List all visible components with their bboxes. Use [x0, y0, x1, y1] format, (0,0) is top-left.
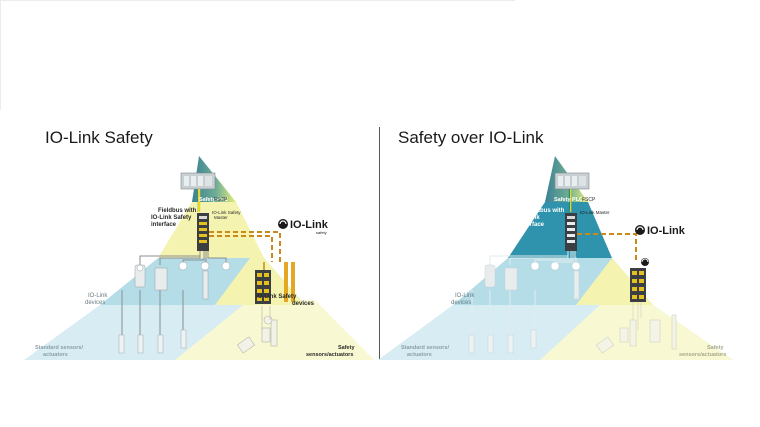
right-standard-line-2: actuators: [407, 352, 432, 358]
right-master-label: IO-Link Master: [580, 210, 610, 215]
left-io-link-devices-line-2: devices: [85, 300, 105, 306]
right-level-safety-sensors: [540, 305, 733, 360]
right-fieldbus-line-3: interface: [519, 222, 545, 228]
right-fieldbus-line-1: Fieldbus with: [526, 208, 565, 214]
left-master-line-2: Master: [214, 215, 228, 220]
left-logo-sub: safety: [316, 230, 327, 235]
left-master-line-1: IO-Link Safety: [212, 210, 241, 215]
left-level-fieldbus: [158, 202, 264, 258]
right-fscp-label: FSCP: [582, 197, 596, 203]
left-fieldbus-line-3: interface: [151, 222, 177, 228]
left-standard-line-1: Standard sensors/: [35, 345, 83, 351]
left-safety-plc-label: Safety PLC: [199, 197, 228, 203]
right-fieldbus-line-2: IO-Link: [519, 215, 540, 221]
io-link-safety-module-icon: [255, 270, 271, 304]
safety-sensor-icon: [236, 306, 278, 354]
right-io-link-devices-line-2: devices: [451, 300, 471, 306]
left-logo-text: IO-Link: [290, 219, 329, 231]
right-master-line-1: IO-Link Master: [580, 210, 610, 215]
plc-icon: [180, 172, 216, 190]
corner-line-vertical: [0, 0, 1, 110]
right-pyramid: [378, 156, 733, 360]
left-panel-title: IO-Link Safety: [45, 128, 153, 147]
io-link-logo-icon: IO-Link: [635, 225, 686, 237]
left-safety-sensors-line-2: sensors/actuators: [306, 352, 353, 358]
left-fieldbus-line-2: IO-Link Safety: [151, 215, 192, 221]
right-io-link-devices-label: IO-Link devices: [451, 293, 476, 306]
left-fscp-label: FSCP: [214, 197, 228, 203]
standard-sensor-icon: [468, 329, 537, 354]
right-standard-label: Standard sensors/ actuators: [401, 345, 451, 358]
sensor-icon: [484, 261, 581, 300]
right-logo-text: IO-Link: [647, 225, 686, 237]
master-module-icon: [565, 213, 577, 251]
left-safety-sensors-label: Safety sensors/actuators: [306, 345, 356, 358]
safety-sensor-icon: [595, 302, 677, 354]
plc-icon: [554, 172, 590, 190]
safety-cables-left: [209, 231, 281, 270]
left-master-label: IO-Link Safety Master: [212, 210, 242, 220]
right-safety-sensors-line-1: Safety: [707, 345, 724, 351]
sensor-icon: [134, 261, 231, 300]
left-fieldbus-line-1: Fieldbus with: [158, 208, 197, 214]
right-level-fieldbus: [508, 202, 612, 258]
io-link-module-icon: [630, 258, 649, 302]
io-link-logo-icon: IO-Link safety: [278, 219, 329, 235]
right-standard-line-1: Standard sensors/: [401, 345, 449, 351]
left-io-link-safety-devices-line-1: IO-Link Safety: [256, 294, 297, 300]
light-curtain-icon: [284, 262, 295, 302]
left-io-link-safety-devices-label: IO-Link Safety devices: [256, 294, 315, 307]
corner-line: [0, 0, 515, 1]
right-safety-sensors-line-2: sensors/actuators: [679, 352, 726, 358]
right-fieldbus-label: Fieldbus with IO-Link interface: [519, 208, 566, 228]
right-safety-plc-label: Safety PLC: [554, 197, 583, 203]
left-standard-line-2: actuators: [43, 352, 68, 358]
master-module-icon: [197, 213, 209, 251]
left-safety-sensors-line-1: Safety: [338, 345, 355, 351]
standard-sensor-icon: [118, 329, 187, 354]
left-io-link-devices-label: IO-Link devices: [85, 293, 109, 306]
left-io-link-safety-devices-line-2: devices: [292, 301, 315, 307]
safety-cables-right: [577, 233, 637, 262]
left-standard-label: Standard sensors/ actuators: [35, 345, 85, 358]
right-safety-sensors-label: Safety sensors/actuators: [679, 345, 726, 358]
panel-divider: [379, 127, 380, 360]
left-fieldbus-label: Fieldbus with IO-Link Safety interface: [151, 208, 198, 228]
right-io-link-devices-line-1: IO-Link: [455, 293, 475, 299]
left-io-link-devices-line-1: IO-Link: [88, 293, 108, 299]
right-panel-title: Safety over IO-Link: [398, 128, 544, 147]
